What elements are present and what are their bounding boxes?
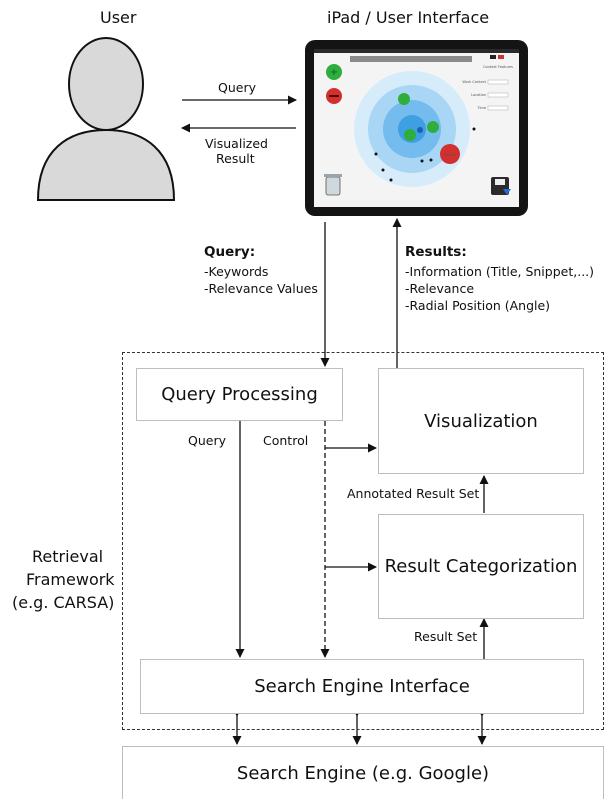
results-note-heading: Results: <box>405 244 467 260</box>
field-work-context: Work Context <box>462 80 486 84</box>
framework-label-line: Retrieval <box>32 547 104 566</box>
add-green-icon <box>326 64 342 80</box>
framework-label-line: (e.g. CARSA) <box>12 593 115 612</box>
user-icon <box>36 37 176 201</box>
search-engine-label: Search Engine (e.g. Google) <box>236 762 490 784</box>
visualization-label: Visualization <box>424 410 538 432</box>
visualized-result-label-1: Visualized <box>205 136 268 151</box>
result-node-icon <box>427 121 439 133</box>
search-engine-interface-box: Search Engine Interface <box>140 659 584 714</box>
visualized-result-label-2: Result <box>216 151 255 166</box>
field-location: Location <box>471 93 486 97</box>
ipad-device: + Google Context Features Work Context L… <box>305 40 528 216</box>
search-engine-interface-label: Search Engine Interface <box>254 676 470 697</box>
field-time: Time <box>476 106 486 110</box>
result-node-icon <box>398 93 410 105</box>
results-note-item: -Radial Position (Angle) <box>405 298 551 313</box>
query-processing-box: Query Processing <box>136 368 343 421</box>
results-note-item: -Information (Title, Snippet,...) <box>405 264 595 279</box>
ipad-title: iPad / User Interface <box>327 8 490 27</box>
results-note-item: -Relevance <box>405 281 475 296</box>
query-note-heading: Query: <box>204 244 256 260</box>
result-categorization-box: Result Categorization <box>378 514 584 619</box>
user-title: User <box>100 8 137 27</box>
context-panel-title: Context Features <box>483 65 513 69</box>
query-link-label: Query <box>218 80 256 95</box>
ipad-screen[interactable]: + Google Context Features Work Context L… <box>314 49 519 207</box>
bidirectional-arrows <box>232 708 487 745</box>
edge-label-control: Control <box>263 433 309 448</box>
save-icon <box>491 177 511 195</box>
query-note-item: -Relevance Values <box>204 281 318 296</box>
result-categorization-label: Result Categorization <box>384 556 578 577</box>
edge-label-result-set: Result Set <box>414 629 478 644</box>
google-bubble-label: Google <box>444 153 456 157</box>
edge-label-annotated-result-set: Annotated Result Set <box>347 486 480 501</box>
result-node-icon <box>404 129 416 141</box>
query-processing-label: Query Processing <box>161 384 318 405</box>
edge-label-query: Query <box>188 433 226 448</box>
framework-label-line: Framework <box>26 570 115 589</box>
retrieval-framework-boundary <box>122 352 604 730</box>
query-note-item: -Keywords <box>204 264 269 279</box>
svg-text:+: + <box>330 67 338 78</box>
search-engine-box: Search Engine (e.g. Google) <box>122 746 604 799</box>
google-bubble-icon <box>440 144 460 164</box>
trash-icon <box>324 174 342 196</box>
ipad-search-bar <box>350 56 472 62</box>
visualization-box: Visualization <box>378 368 584 474</box>
